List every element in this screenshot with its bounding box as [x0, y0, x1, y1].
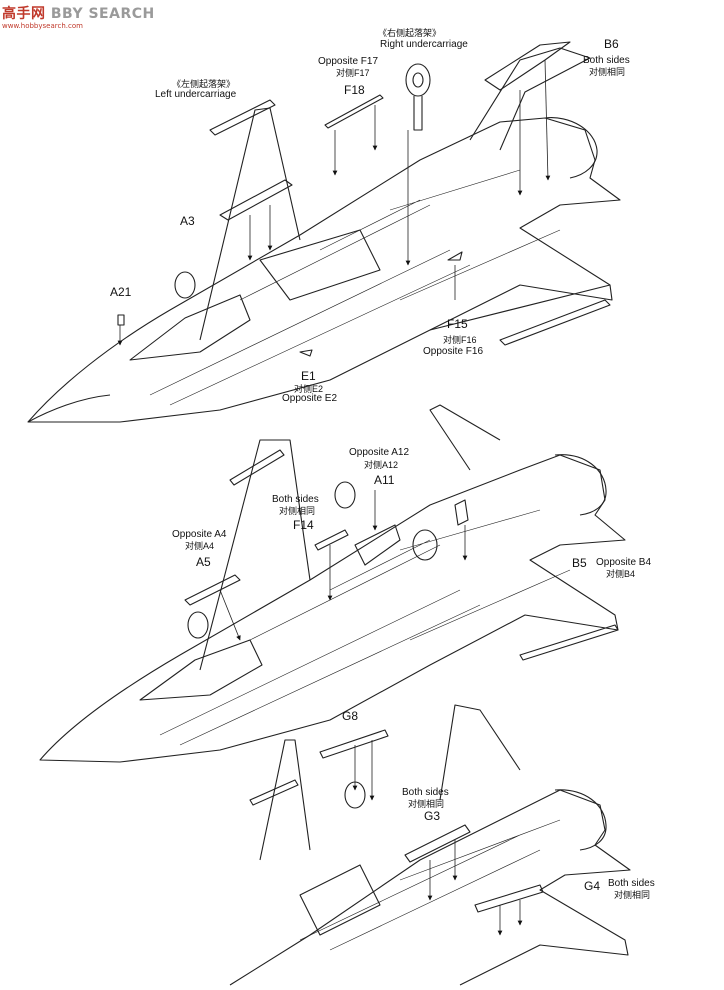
b5-label: B5: [572, 556, 587, 570]
missile-rail-right: [499, 299, 611, 346]
part-b6: [484, 41, 571, 91]
b6-label: B6: [604, 37, 619, 51]
intake-open: [299, 864, 381, 936]
g3-both-sides: Both sides: [402, 787, 449, 798]
b6-both-sides: Both sides: [583, 55, 630, 66]
left-wheel: [174, 271, 196, 299]
intake: [259, 229, 381, 301]
panel-lines: [159, 509, 571, 746]
a21-label: A21: [110, 285, 132, 299]
wheels-mid: [187, 481, 438, 639]
missile-rail-right: [519, 624, 619, 661]
g3-both-sides-cn: 对侧相同: [408, 799, 445, 809]
opposite-a4-cn: 对侧A4: [185, 541, 215, 551]
canopy: [139, 639, 263, 701]
opposite-f16-cn: 对侧F16: [443, 335, 477, 345]
g4-label: G4: [584, 879, 601, 893]
wing-right: [429, 284, 611, 331]
watermark-brand: 高手网: [2, 6, 46, 22]
part-a11: [354, 524, 401, 566]
opposite-a12-cn: 对侧A12: [364, 460, 399, 470]
part-g4: [474, 884, 544, 913]
f15-label: F15: [447, 317, 468, 331]
opposite-e2-label: Opposite E2: [282, 393, 338, 404]
a3-label: A3: [180, 214, 195, 228]
tail-fin: [429, 404, 501, 471]
f14-label: F14: [293, 518, 314, 532]
opposite-f16-label: Opposite F16: [423, 346, 484, 357]
left-undercarriage-cn: 《左侧起落架》: [172, 79, 236, 89]
part-f14: [314, 529, 349, 551]
e1-label: E1: [301, 369, 316, 383]
aircraft-top-view-2: [39, 404, 626, 763]
opposite-b4-label: Opposite B4: [596, 557, 652, 568]
opposite-f17-cn: 对侧F17: [336, 68, 370, 78]
missile-rail-left: [249, 779, 299, 806]
tail-fin: [439, 704, 521, 801]
a5-label: A5: [196, 555, 211, 569]
part-a3: [219, 179, 293, 221]
f18-label: F18: [344, 83, 365, 97]
left-undercarriage-label: Left undercarriage: [155, 89, 237, 100]
missile-rail-left: [229, 449, 285, 486]
part-e1: [299, 349, 313, 357]
exhaust: [554, 454, 607, 516]
wing-left: [199, 107, 301, 341]
right-undercarriage-label: Right undercarriage: [380, 39, 468, 50]
part-a21: [117, 314, 125, 326]
tail-fin: [469, 47, 591, 151]
opposite-e2-cn: 对侧E2: [294, 384, 324, 394]
panel-lines: [299, 819, 561, 951]
part-g8: [319, 729, 389, 759]
g8-label: G8: [342, 709, 359, 723]
part-b5: [454, 499, 469, 526]
g4-both-sides: Both sides: [608, 878, 655, 889]
opposite-f17-label: Opposite F17: [318, 56, 379, 67]
exhaust: [554, 789, 607, 851]
panel-lines: [149, 169, 561, 406]
right-undercarriage-cn: 《右侧起落架》: [378, 28, 442, 38]
wing-left: [199, 439, 311, 671]
opposite-b4-cn: 对侧B4: [606, 569, 636, 579]
part-a5: [184, 574, 241, 606]
f14-both-sides: Both sides: [272, 494, 319, 505]
watermark-text: BBY SEARCH: [50, 6, 155, 22]
nose-cone: [27, 394, 111, 423]
watermark-logo: 高手网 BBY SEARCH: [2, 3, 155, 23]
right-wheel: [405, 63, 431, 131]
canopy: [129, 294, 251, 361]
fuselage-outline: [27, 117, 621, 423]
watermark-url: www.hobbysearch.com: [2, 22, 83, 30]
b6-both-sides-cn: 对侧相同: [589, 67, 626, 77]
part-arrows: [219, 490, 468, 641]
f14-both-sides-cn: 对侧相同: [279, 506, 316, 516]
g3-label: G3: [424, 809, 441, 823]
g4-both-sides-cn: 对侧相同: [614, 890, 651, 900]
aircraft-top-view-3: [229, 704, 631, 986]
part-f15: [447, 251, 463, 261]
fuselage-outline: [39, 454, 626, 763]
part-arrows: [352, 740, 523, 936]
wing-left: [259, 739, 311, 861]
missile-rail-left: [209, 99, 276, 136]
a11-label: A11: [374, 473, 395, 487]
part-arrows: [117, 59, 551, 346]
opposite-a4-label: Opposite A4: [172, 529, 227, 540]
opposite-a12-label: Opposite A12: [349, 447, 410, 458]
aircraft-top-view-1: [27, 47, 621, 423]
part-g3: [404, 824, 471, 863]
exhaust: [544, 117, 598, 179]
part-f18: [324, 94, 384, 129]
